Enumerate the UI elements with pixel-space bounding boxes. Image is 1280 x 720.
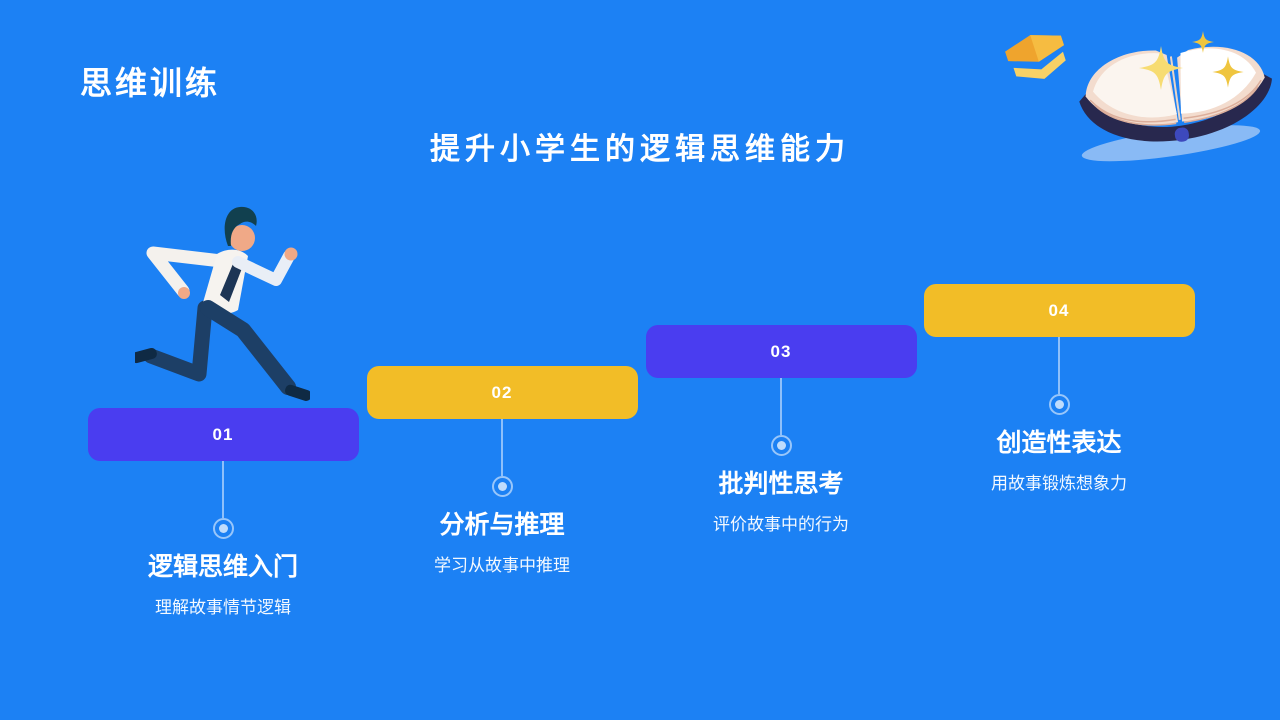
timeline-node [212, 518, 234, 539]
timeline-node [491, 476, 513, 497]
step-01-number-bar: 01 [87, 408, 359, 461]
timeline-node-dot [497, 482, 507, 491]
timeline-node [770, 435, 792, 456]
step-03-number-bar: 03 [645, 325, 917, 378]
connector-line [222, 461, 224, 518]
step-item-03: 03 批判性思考 评价故事中的行为 [631, 325, 931, 535]
step-item-04: 04 创造性表达 用故事锻炼想象力 [909, 284, 1209, 494]
step-title: 创造性表达 [996, 429, 1122, 457]
connector-line [1058, 337, 1060, 394]
step-title: 逻辑思维入门 [147, 553, 298, 581]
timeline-node [1048, 394, 1070, 415]
step-number: 03 [770, 341, 792, 361]
step-title: 分析与推理 [439, 511, 565, 539]
step-number: 02 [491, 382, 513, 402]
open-book-sparkles-icon [1005, 31, 1272, 162]
timeline-node-dot [218, 524, 228, 533]
running-person-icon [135, 206, 310, 401]
step-description: 用故事锻炼想象力 [991, 474, 1127, 493]
page-title: 思维训练 [80, 65, 221, 101]
step-number: 04 [1048, 300, 1070, 320]
connector-line [780, 378, 782, 435]
step-description: 理解故事情节逻辑 [155, 598, 291, 617]
step-item-01: 01 逻辑思维入门 理解故事情节逻辑 [73, 408, 373, 618]
step-description: 评价故事中的行为 [713, 515, 849, 534]
sparkle-stars-icon [1139, 31, 1244, 90]
open-book-icon [1079, 46, 1272, 162]
step-description: 学习从故事中推理 [434, 556, 570, 575]
step-02-number-bar: 02 [366, 366, 638, 419]
step-item-02: 02 分析与推理 学习从故事中推理 [352, 366, 652, 576]
timeline-node-dot [1054, 400, 1064, 409]
closed-book-icon [1005, 35, 1066, 79]
slide-subtitle: 提升小学生的逻辑思维能力 [430, 133, 850, 166]
timeline-node-dot [776, 441, 786, 450]
step-title: 批判性思考 [718, 470, 844, 498]
step-number: 01 [212, 424, 234, 444]
step-04-number-bar: 04 [923, 284, 1195, 337]
connector-line [501, 419, 503, 476]
